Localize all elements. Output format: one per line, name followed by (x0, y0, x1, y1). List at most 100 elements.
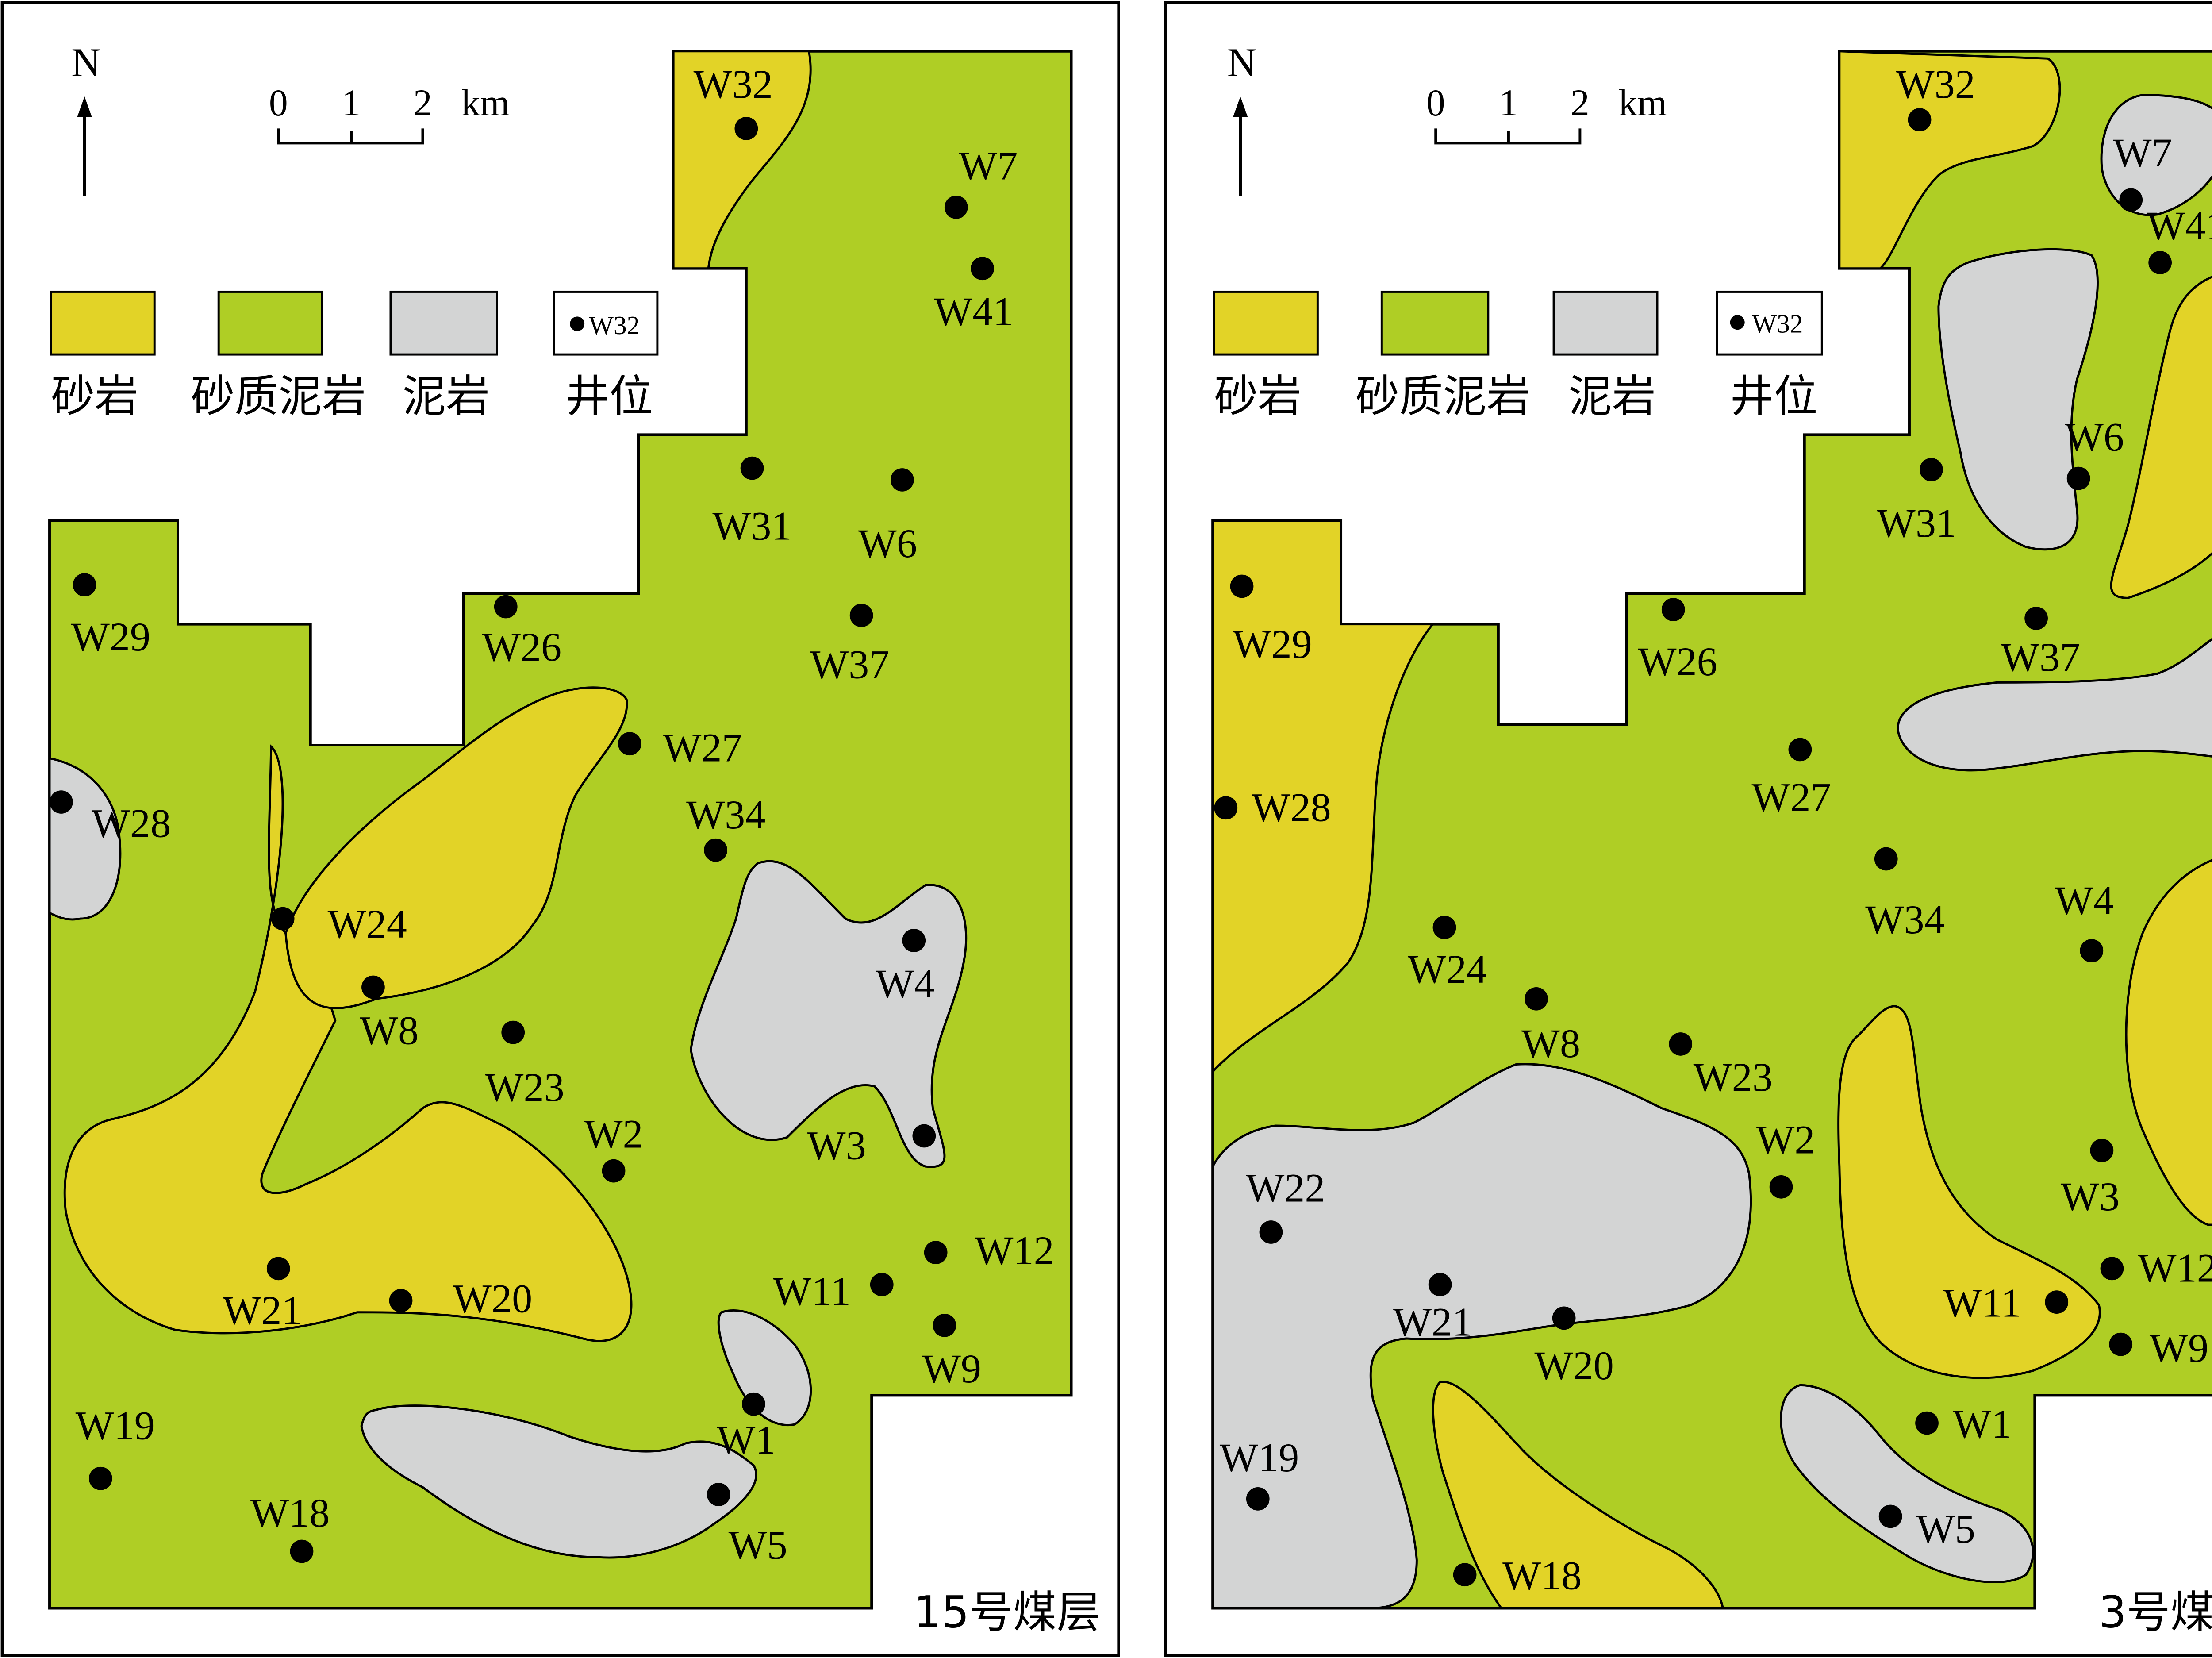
scale-label-1: 1 (1499, 82, 1518, 124)
well-marker (944, 195, 968, 219)
legend-well-dot (1730, 315, 1745, 330)
well-marker (1428, 1273, 1452, 1296)
scale-unit: km (461, 82, 509, 124)
well-label: W2 (584, 1111, 643, 1156)
well-marker (2148, 251, 2172, 274)
well-marker (602, 1159, 626, 1183)
legend-label-sandy-mudstone: 砂质泥岩 (1356, 371, 1530, 422)
well-marker (266, 1257, 290, 1281)
mudstone-zone-w1 (717, 1309, 812, 1427)
sandstone-zone-north (1838, 50, 2061, 270)
well-label: W19 (76, 1403, 155, 1448)
well-label: W11 (773, 1269, 851, 1314)
well-label: W5 (1916, 1506, 1975, 1551)
well-label: W5 (729, 1522, 787, 1567)
legend-well-sample: W32 (1752, 309, 1803, 339)
well-marker (2024, 607, 2048, 630)
well-label: W4 (876, 961, 934, 1006)
panel-3-coal-seam: N 0 1 2 km W32 砂岩 砂质泥岩 泥岩 井位 W32 W7 W4 (1164, 1, 2212, 1657)
well-label: W34 (1865, 897, 1944, 942)
well-label: W29 (71, 614, 150, 659)
well-label: W37 (810, 642, 889, 687)
well-label: W11 (1943, 1281, 2021, 1326)
panel-title: 3号煤层 (2099, 1587, 2212, 1638)
scale-unit: km (1618, 82, 1667, 124)
scale-label-1: 1 (342, 82, 361, 124)
well-label: W26 (1638, 639, 1717, 684)
well-marker (734, 117, 758, 140)
legend-label-mudstone: 泥岩 (1568, 371, 1656, 422)
legend-swatch-sandy-mudstone (217, 290, 323, 356)
well-label: W41 (934, 289, 1013, 334)
well-label: W18 (250, 1490, 330, 1535)
well-marker (707, 1483, 730, 1506)
well-layer: W32 W7 W41 W31 W6 W29 W26 W37 W27 W28 W3… (50, 62, 1054, 1567)
well-label: W12 (975, 1228, 1054, 1273)
sandstone-zone-north (672, 50, 812, 270)
well-marker (704, 838, 728, 862)
mudstone-zone-w6 (1937, 248, 2099, 551)
sandstone-zone-w18 (1432, 1381, 1724, 1609)
well-label: W12 (2138, 1245, 2212, 1290)
legend-swatch-sandstone (50, 290, 156, 356)
mudstone-zone-w5 (360, 1404, 757, 1559)
well-label: W1 (1953, 1401, 2012, 1446)
well-marker (290, 1539, 314, 1563)
well-label: W8 (1521, 1021, 1580, 1066)
well-label: W27 (1751, 774, 1831, 819)
panel-title: 15号煤层 (914, 1587, 1100, 1638)
well-marker (912, 1124, 936, 1148)
north-label: N (1227, 40, 1257, 85)
scale-label-0: 0 (269, 82, 288, 124)
sandstone-zone-w11 (1837, 1005, 2101, 1379)
well-label: W28 (1252, 785, 1331, 830)
well-marker (1769, 1175, 1793, 1199)
well-marker (1525, 987, 1548, 1011)
mudstone-zone-w4 (690, 860, 968, 1168)
well-label: W28 (92, 801, 171, 846)
well-marker (618, 732, 641, 756)
scale-bar: 0 1 2 km (269, 82, 510, 145)
well-label: W9 (922, 1346, 981, 1391)
well-marker (849, 604, 873, 627)
well-label: W7 (2113, 130, 2172, 175)
well-marker (2090, 1139, 2114, 1162)
well-marker (870, 1273, 894, 1296)
sandstone-zone-east-lower (2125, 859, 2212, 1226)
well-marker (1878, 1504, 1902, 1528)
well-label: W23 (485, 1065, 564, 1110)
mudstone-zone-w22 (1211, 1063, 1752, 1609)
scale-label-2: 2 (1571, 82, 1590, 124)
well-label: W6 (2065, 415, 2124, 460)
north-label: N (71, 40, 101, 85)
sandstone-zone-central (284, 686, 628, 1009)
well-marker (2066, 466, 2090, 490)
well-label: W22 (1246, 1165, 1325, 1210)
well-label: W26 (482, 624, 561, 669)
well-label: W7 (959, 143, 1018, 188)
legend-label-mudstone: 泥岩 (402, 371, 490, 422)
well-marker (501, 1020, 525, 1044)
well-label: W18 (1502, 1553, 1582, 1598)
scale-label-0: 0 (1426, 82, 1445, 124)
well-marker (1669, 1032, 1693, 1056)
well-label: W41 (2147, 203, 2212, 248)
well-marker (1230, 574, 1254, 598)
mudstone-zone-w5 (1780, 1384, 2034, 1584)
well-label: W31 (1877, 500, 1956, 546)
legend: W32 砂岩 砂质泥岩 泥岩 井位 (1213, 290, 1823, 422)
well-marker (2080, 939, 2104, 962)
well-marker (1915, 1411, 1939, 1435)
well-label: W4 (2055, 878, 2114, 923)
well-label: W9 (2150, 1326, 2208, 1371)
well-marker (1453, 1563, 1477, 1587)
well-marker (1552, 1306, 1576, 1330)
well-label: W1 (717, 1417, 776, 1462)
well-label: W23 (1694, 1054, 1773, 1100)
well-marker (891, 468, 914, 492)
well-marker (933, 1313, 956, 1337)
legend-label-well: 井位 (565, 371, 653, 422)
legend-swatch-sandstone (1213, 290, 1319, 356)
well-marker (361, 975, 385, 999)
